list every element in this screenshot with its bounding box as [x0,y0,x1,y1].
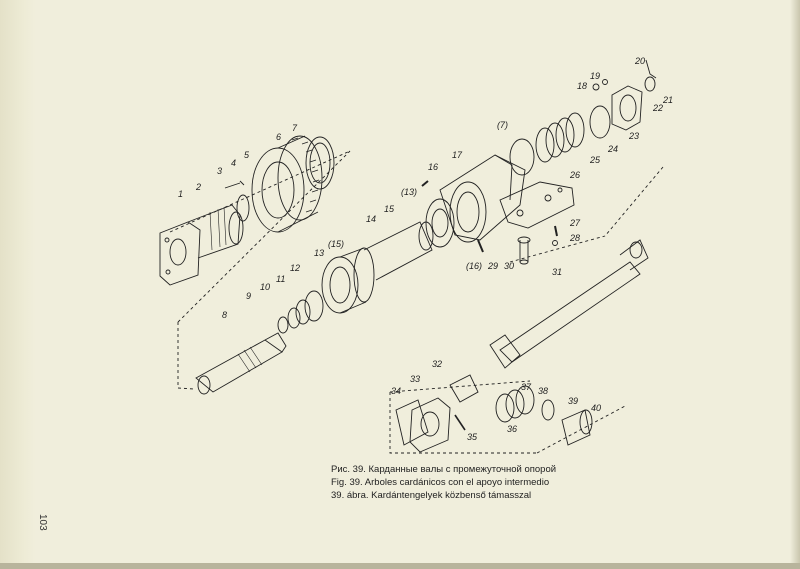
part-13-bearing-alt [425,198,455,248]
label-16: 16 [428,162,438,172]
label-8: 8 [222,310,227,320]
label-18: 18 [577,81,587,91]
parts-9-12-washers [277,290,324,334]
label-13: 13 [314,248,324,258]
label-5: 5 [244,150,250,160]
part-31-propeller-shaft [489,239,649,369]
page-binding-shadow [0,0,36,569]
parts-18-19-nut [592,79,608,91]
label-1: 1 [178,189,183,199]
label-2: 2 [195,182,201,192]
label-25: 25 [589,155,601,165]
part-7-ring [305,136,335,190]
label-12: 12 [290,263,300,273]
label-11: 11 [276,274,285,284]
parts-27-30-fasteners [477,225,558,265]
label-23: 23 [628,131,639,141]
part-7-25-26-seal [509,105,611,176]
label-15-paren: (15) [328,239,344,249]
label-28: 28 [569,233,580,243]
label-33: 33 [410,374,420,384]
label-6: 6 [276,132,281,142]
label-9: 9 [246,291,251,301]
caption-hungarian: 39. ábra. Kardántengelyek közbenső támas… [331,490,532,501]
label-15: 15 [384,204,395,214]
label-38: 38 [538,386,548,396]
label-39: 39 [568,396,578,406]
label-31: 31 [552,267,562,277]
part-2-ring [236,194,250,222]
label-7-paren: (7) [497,120,508,130]
label-32: 32 [432,359,442,369]
label-30: 30 [504,261,514,271]
part-1-flange-yoke [159,204,244,286]
frame-top-dashed [169,150,351,233]
label-3: 3 [217,166,222,176]
parts-36-40-cap-seal [495,385,593,446]
label-36: 36 [507,424,517,434]
caption-spanish: Fig. 39. Arboles cardánicos con el apoyo… [331,477,550,488]
label-13-paren: (13) [401,187,417,197]
part-22-23-flange [611,59,657,131]
part-16-bolt [421,180,429,187]
page-number: 103 [37,514,48,531]
label-24: 24 [607,144,618,154]
label-29: 29 [487,261,498,271]
page-edge-shadow [790,0,800,569]
frame-left-dashed [177,150,351,390]
label-21: 21 [662,95,673,105]
label-4: 4 [231,158,236,168]
part-3-4-bolt [224,180,245,189]
caption-russian: Рис. 39. Карданные валы с промежуточной … [331,464,557,475]
label-35: 35 [467,432,478,442]
label-34: 34 [391,386,401,396]
page-bottom-edge [0,563,800,569]
label-26: 26 [569,170,580,180]
label-19: 19 [590,71,600,81]
label-27: 27 [569,218,581,228]
label-14: 14 [366,214,376,224]
label-22: 22 [652,103,663,113]
label-20: 20 [634,56,645,66]
frame-lower-dashed [389,380,628,454]
parts-32-35-universal-joint [395,374,479,453]
label-40: 40 [591,403,601,413]
frame-right-dashed [509,166,664,263]
label-37: 37 [521,382,532,392]
part-17-support-housing [439,154,575,243]
part-8-shaft [195,332,287,395]
parts-13-15-bearing [321,247,375,314]
label-7: 7 [292,123,298,133]
label-17: 17 [452,150,463,160]
part-labels: 1 2 3 4 5 6 7 8 9 10 11 12 13 (15) 14 15… [178,56,673,442]
label-10: 10 [260,282,270,292]
label-16-paren: (16) [466,261,482,271]
